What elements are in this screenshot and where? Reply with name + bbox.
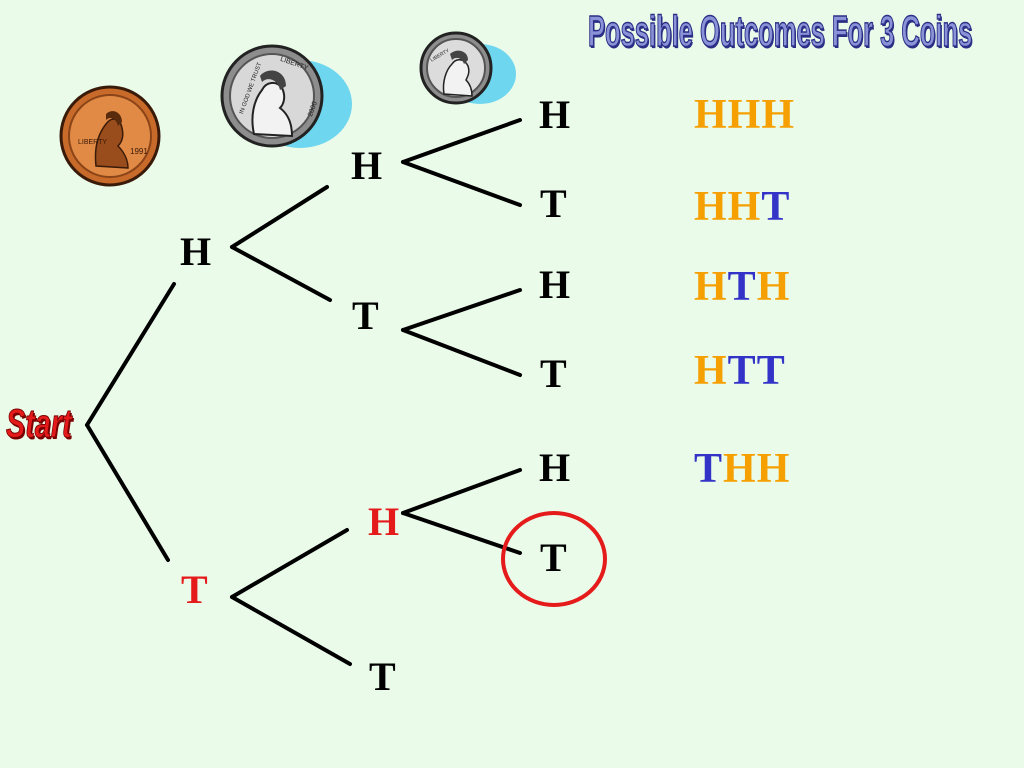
node-l2-ht: T — [352, 293, 379, 338]
nickel-icon: IN GOD WE TRUST LIBERTY 2000 — [220, 44, 352, 148]
outcome-letter: H — [761, 92, 796, 138]
outcome-letter: H — [694, 92, 728, 138]
branch-th-t — [401, 511, 522, 555]
highlight-circle — [501, 511, 607, 607]
branch-start-t — [85, 423, 170, 562]
outcome-hhh: HHH — [694, 94, 795, 136]
outcome-letter: H — [723, 446, 757, 492]
outcome-letter: H — [727, 92, 762, 138]
branch-hh-h — [401, 118, 522, 164]
outcome-letter: T — [727, 348, 757, 394]
node-l1-t: T — [181, 567, 208, 612]
outcome-htt: HTT — [694, 350, 786, 392]
outcome-hth: HTH — [694, 266, 790, 308]
node-l3-hth: H — [539, 262, 571, 307]
penny-year: 1991 — [130, 147, 148, 156]
node-l3-thh: H — [539, 445, 571, 490]
branch-start-h — [85, 282, 176, 427]
outcome-letter: H — [727, 184, 762, 230]
page-title: Possible Outcomes For 3 Coins — [588, 7, 973, 56]
outcome-letter: T — [727, 264, 757, 310]
outcome-letter: H — [694, 264, 728, 310]
branch-t-t — [230, 595, 352, 666]
outcome-letter: T — [694, 446, 724, 492]
node-l2-th: H — [368, 499, 400, 544]
branch-ht-h — [401, 288, 522, 332]
node-l2-hh: H — [351, 143, 383, 188]
outcome-thh: THH — [694, 448, 790, 490]
branch-h-t — [230, 245, 332, 302]
node-l2-tt: T — [369, 654, 396, 699]
branch-th-h — [401, 468, 522, 515]
node-l3-hhh: H — [539, 92, 571, 137]
outcome-letter: H — [694, 184, 728, 230]
node-l3-htt: T — [540, 351, 567, 396]
outcome-hht: HHT — [694, 186, 790, 228]
start-label: Start — [6, 402, 72, 446]
outcome-letter: H — [694, 348, 728, 394]
nickel-year: 2000 — [307, 101, 319, 118]
penny-motto: LIBERTY — [78, 139, 107, 146]
branch-t-h — [230, 528, 349, 599]
outcome-letter: T — [756, 348, 786, 394]
penny-icon: LIBERTY 1991 — [59, 85, 161, 187]
branch-hh-t — [401, 160, 522, 207]
node-l3-tht: T — [540, 535, 567, 580]
dime-icon: LIBERTY — [419, 31, 516, 105]
node-l1-h: H — [180, 229, 212, 274]
outcome-letter: H — [756, 446, 791, 492]
node-l3-hht: T — [540, 181, 567, 226]
branch-h-h — [230, 185, 329, 249]
branch-ht-t — [401, 328, 522, 377]
outcome-letter: H — [756, 264, 791, 310]
outcome-letter: T — [761, 184, 791, 230]
